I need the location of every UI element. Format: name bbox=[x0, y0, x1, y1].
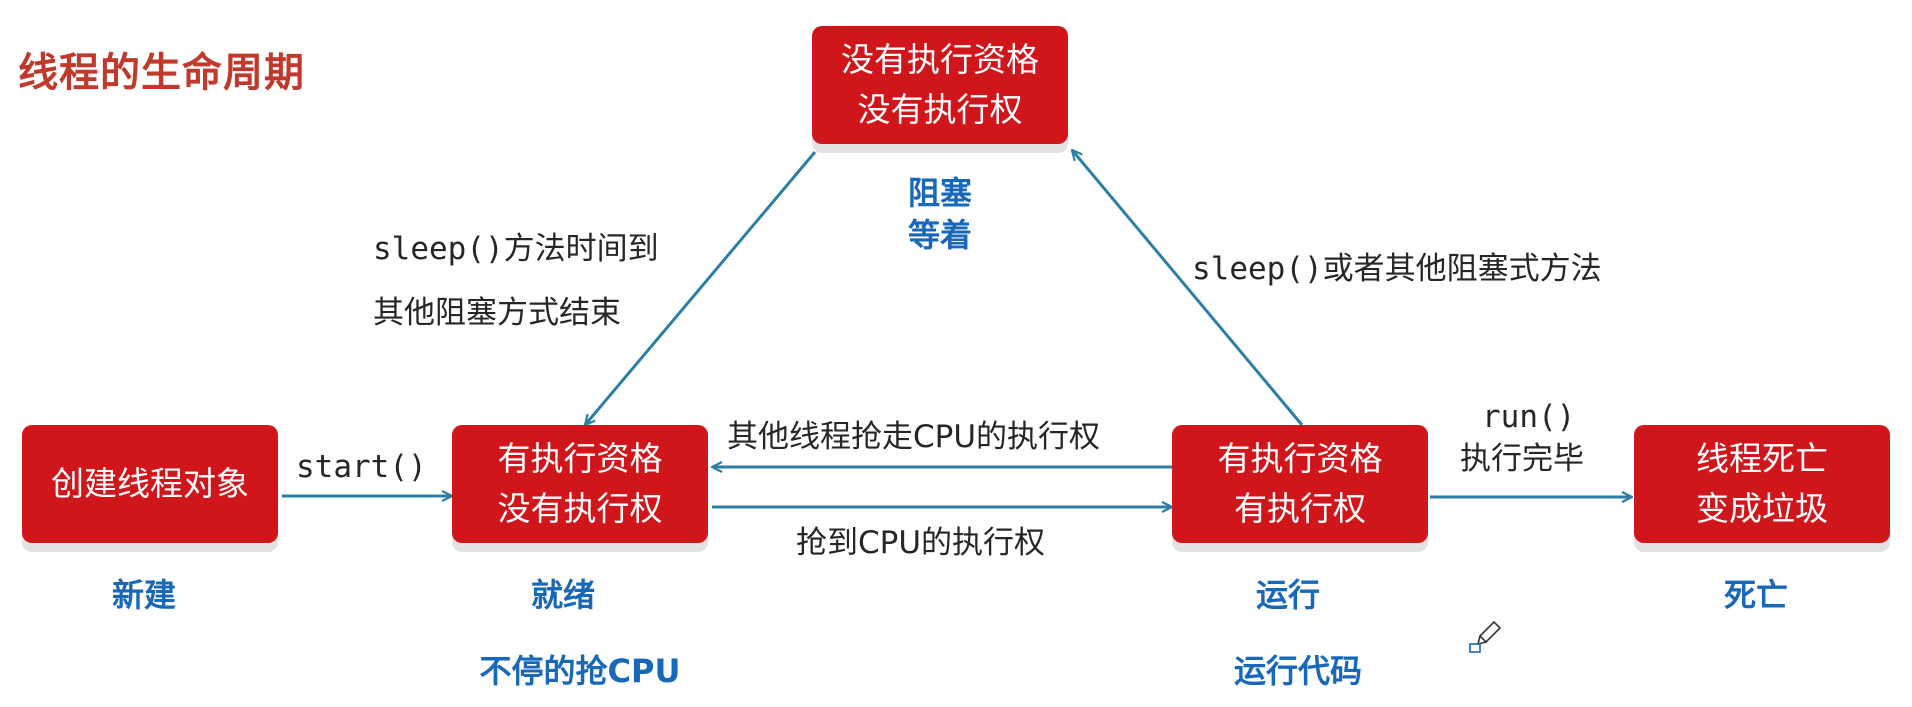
state-box-running: 有执行资格 有执行权 bbox=[1172, 425, 1428, 543]
arrow-running-to-blocked bbox=[1072, 150, 1304, 426]
arrow-blocked-to-ready bbox=[585, 151, 817, 425]
state-dead-line-2: 变成垃圾 bbox=[1696, 489, 1828, 528]
caption-blocked: 阻塞 bbox=[907, 174, 972, 212]
caption-running-note: 运行代码 bbox=[1233, 652, 1362, 690]
pencil-cursor-icon bbox=[1469, 620, 1502, 653]
state-box-dead: 线程死亡 变成垃圾 bbox=[1634, 425, 1890, 543]
state-ready-line-2: 没有执行权 bbox=[497, 489, 663, 528]
label-run: run() bbox=[1482, 399, 1576, 435]
state-dead-line-1: 线程死亡 bbox=[1696, 439, 1828, 478]
caption-dead: 死亡 bbox=[1723, 576, 1788, 614]
diagram-title: 线程的生命周期 bbox=[18, 50, 305, 96]
label-running-to-ready: 其他线程抢走CPU的执行权 bbox=[727, 419, 1101, 455]
state-box-new: 创建线程对象 bbox=[22, 425, 278, 543]
state-ready-line-1: 有执行资格 bbox=[497, 439, 663, 478]
caption-blocked-note: 等着 bbox=[907, 216, 972, 254]
state-box-blocked: 没有执行资格 没有执行权 bbox=[812, 26, 1068, 144]
state-running-line-2: 有执行权 bbox=[1234, 489, 1366, 528]
label-start: start() bbox=[296, 449, 427, 485]
caption-ready: 就绪 bbox=[530, 576, 595, 614]
label-blocked-to-ready-2: 其他阻塞方式结束 bbox=[373, 295, 621, 331]
state-box-ready: 有执行资格 没有执行权 bbox=[452, 425, 708, 543]
label-blocked-to-ready-1: sleep()方法时间到 bbox=[373, 231, 659, 267]
state-blocked-line-2: 没有执行权 bbox=[857, 90, 1023, 129]
label-run-finished: 执行完毕 bbox=[1460, 441, 1584, 477]
caption-running: 运行 bbox=[1255, 576, 1320, 614]
state-running-line-1: 有执行资格 bbox=[1217, 439, 1383, 478]
label-ready-to-running: 抢到CPU的执行权 bbox=[796, 525, 1046, 561]
state-blocked-line-1: 没有执行资格 bbox=[841, 40, 1039, 79]
caption-new: 新建 bbox=[111, 576, 176, 614]
state-new-line-1: 创建线程对象 bbox=[51, 464, 249, 503]
caption-ready-note: 不停的抢CPU bbox=[479, 652, 681, 690]
label-running-to-blocked: sleep()或者其他阻塞式方法 bbox=[1192, 251, 1602, 287]
